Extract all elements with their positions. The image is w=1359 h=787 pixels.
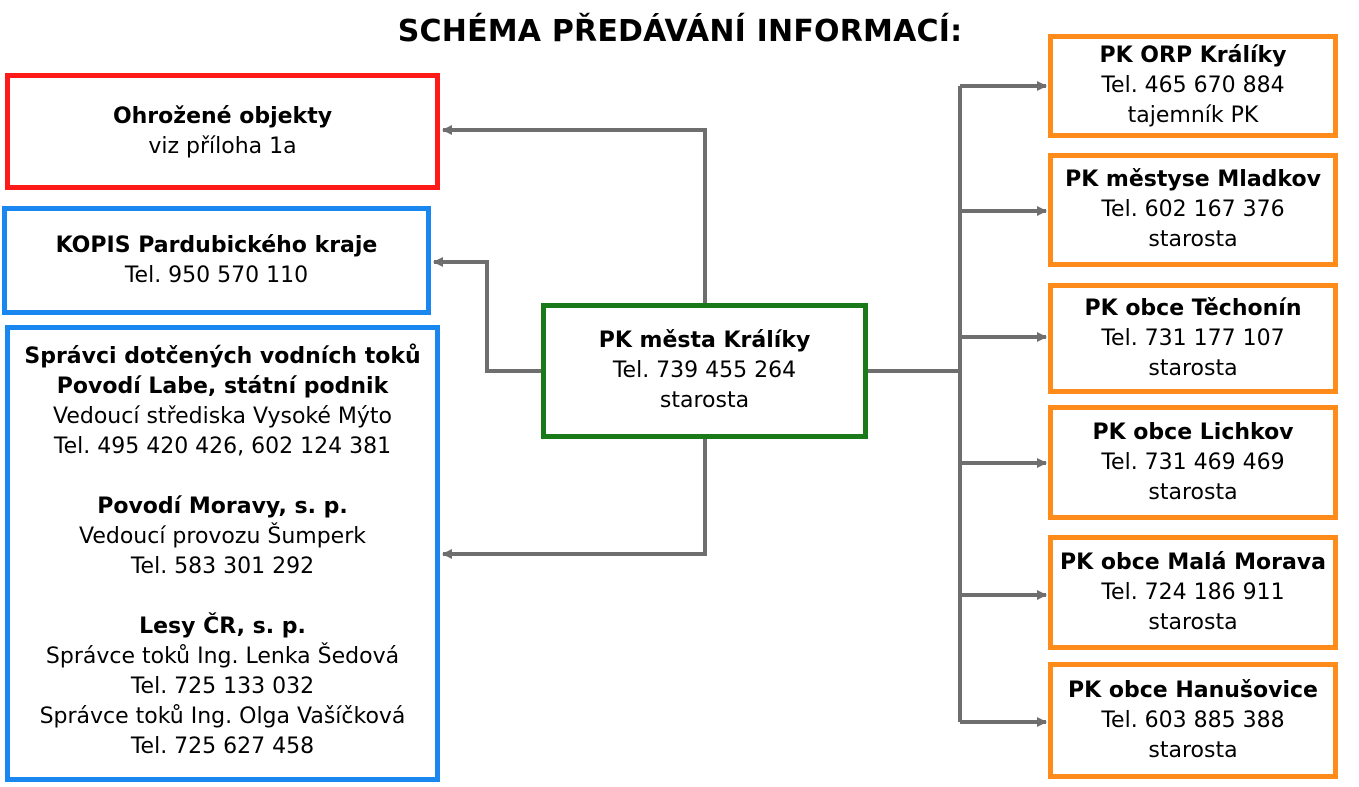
right-box-role: starosta xyxy=(1148,227,1238,252)
objects-note: viz příloha 1a xyxy=(148,133,297,159)
lesy-cr-role-1: Správce toků Ing. Lenka Šedová xyxy=(45,644,400,669)
right-box-title: PK obce Hanušovice xyxy=(1068,677,1318,703)
kopis-phone: Tel. 950 570 110 xyxy=(124,262,309,288)
lesy-cr-phone-2: Tel. 725 627 458 xyxy=(130,734,315,759)
diagram-title: SCHÉMA PŘEDÁVÁNÍ INFORMACÍ: xyxy=(397,14,963,49)
center-phone: Tel. 739 455 264 xyxy=(612,358,797,383)
objects-title: Ohrožené objekty xyxy=(112,103,333,129)
kopis-title: KOPIS Pardubického kraje xyxy=(55,232,378,258)
right-box-title: PK obce Malá Morava xyxy=(1060,549,1326,575)
center-title: PK města Králíky xyxy=(598,328,811,353)
right-box-orp-kraliky: PK ORP Králíky Tel. 465 670 884 tajemník… xyxy=(1048,34,1338,138)
right-box-title: PK ORP Králíky xyxy=(1099,43,1287,68)
arrow-to-objects xyxy=(442,125,707,303)
lesy-cr-name: Lesy ČR, s. p. xyxy=(139,614,306,639)
right-box-title: PK obce Lichkov xyxy=(1092,419,1294,445)
lesy-cr-role-2: Správce toků Ing. Olga Vašíčková xyxy=(39,704,406,729)
right-box-phone: Tel. 602 167 376 xyxy=(1101,197,1285,222)
right-box-phone: Tel. 465 670 884 xyxy=(1101,73,1285,98)
right-box-title: PK obce Těchonín xyxy=(1084,295,1302,321)
right-box-phone: Tel. 724 186 911 xyxy=(1101,579,1285,605)
povodi-moravy-role: Vedoucí provozu Šumperk xyxy=(78,524,367,549)
right-box-lichkov: PK obce Lichkov Tel. 731 469 469 starost… xyxy=(1048,405,1338,520)
povodi-labe-name: Povodí Labe, státní podnik xyxy=(56,374,389,399)
right-box-phone: Tel. 731 469 469 xyxy=(1101,449,1285,475)
right-box-role: starosta xyxy=(1148,355,1238,381)
right-box-role: starosta xyxy=(1148,737,1238,763)
right-box-phone: Tel. 603 885 388 xyxy=(1101,707,1285,733)
right-box-role: tajemník PK xyxy=(1127,103,1259,128)
kopis-box: KOPIS Pardubického kraje Tel. 950 570 11… xyxy=(2,206,431,315)
right-box-role: starosta xyxy=(1148,479,1238,505)
povodi-moravy-name: Povodí Moravy, s. p. xyxy=(97,494,348,519)
lesy-cr-phone-1: Tel. 725 133 032 xyxy=(130,674,315,699)
right-box-phone: Tel. 731 177 107 xyxy=(1101,325,1285,351)
right-box-hanusovice: PK obce Hanušovice Tel. 603 885 388 star… xyxy=(1048,662,1338,779)
right-box-title: PK městyse Mladkov xyxy=(1065,167,1321,192)
objects-box: Ohrožené objekty viz příloha 1a xyxy=(5,73,440,190)
povodi-labe-role: Vedoucí střediska Vysoké Mýto xyxy=(53,404,392,429)
center-box: PK města Králíky Tel. 739 455 264 staros… xyxy=(541,303,868,439)
arrow-to-water-managers xyxy=(442,438,707,559)
water-managers-box: Správci dotčených vodních toků Povodí La… xyxy=(5,325,440,782)
right-box-techonin: PK obce Těchonín Tel. 731 177 107 staros… xyxy=(1048,283,1338,394)
povodi-labe-phone: Tel. 495 420 426, 602 124 381 xyxy=(53,434,392,459)
povodi-moravy-phone: Tel. 583 301 292 xyxy=(130,554,315,579)
right-box-mladkov: PK městyse Mladkov Tel. 602 167 376 star… xyxy=(1048,153,1338,267)
center-role: starosta xyxy=(659,388,750,413)
right-box-mala-morava: PK obce Malá Morava Tel. 724 186 911 sta… xyxy=(1048,535,1338,650)
water-managers-heading: Správci dotčených vodních toků xyxy=(24,344,421,369)
arrow-to-kopis xyxy=(433,257,541,373)
right-box-role: starosta xyxy=(1148,609,1238,635)
